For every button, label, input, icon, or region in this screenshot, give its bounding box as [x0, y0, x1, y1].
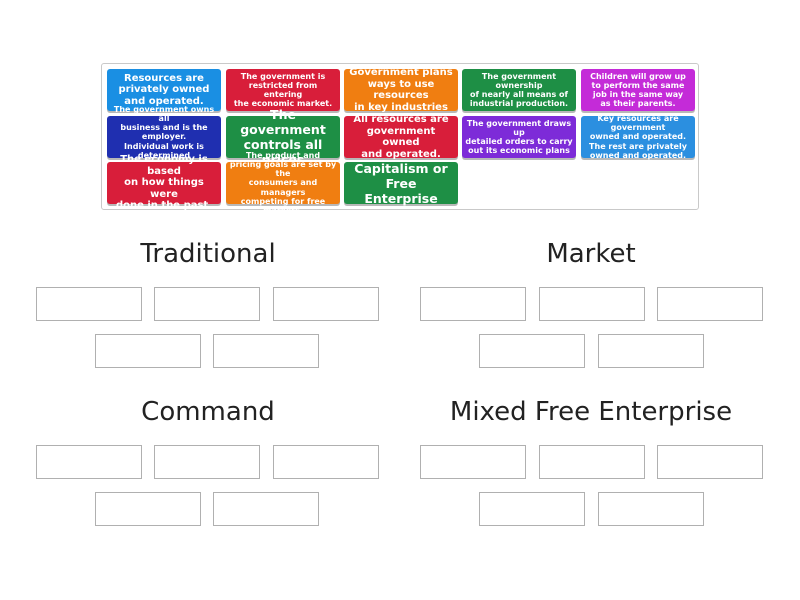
drop-slot-market-2[interactable]: [539, 287, 645, 321]
group-title-command: Command: [141, 397, 275, 427]
tile-government-controls-prices[interactable]: The government controls all prices: [226, 107, 340, 167]
drop-slot-command-2[interactable]: [154, 445, 260, 479]
tile-resources-privately-owned[interactable]: Resources are privately owned and operat…: [107, 69, 221, 111]
tile-all-resources-government-owned[interactable]: All resources are government owned and o…: [344, 114, 458, 160]
drop-slot-market-5[interactable]: [598, 334, 704, 368]
drop-slot-mixed-4[interactable]: [479, 492, 585, 526]
drop-slot-mixed-1[interactable]: [420, 445, 526, 479]
drop-slot-command-3[interactable]: [273, 445, 379, 479]
tile-economy-based-on-past[interactable]: The economy is based on how things were …: [107, 154, 221, 211]
drop-slot-traditional-3[interactable]: [273, 287, 379, 321]
drop-slot-market-3[interactable]: [657, 287, 763, 321]
drop-slot-command-5[interactable]: [213, 492, 319, 526]
drop-slot-traditional-1[interactable]: [36, 287, 142, 321]
drop-slot-mixed-3[interactable]: [657, 445, 763, 479]
tile-product-pricing-goals[interactable]: The product and pricing goals are set by…: [226, 151, 340, 215]
drop-slot-market-4[interactable]: [479, 334, 585, 368]
drop-slot-command-1[interactable]: [36, 445, 142, 479]
tile-government-detailed-orders[interactable]: The government draws up detailed orders …: [462, 116, 576, 158]
tile-bank: Resources are privately owned and operat…: [101, 63, 699, 215]
drop-slot-traditional-2[interactable]: [154, 287, 260, 321]
tile-government-plans[interactable]: Government plans ways to use resources i…: [344, 67, 458, 113]
group-title-market: Market: [546, 239, 636, 269]
drop-slot-traditional-5[interactable]: [213, 334, 319, 368]
tile-government-ownership[interactable]: The government ownership of nearly all m…: [462, 69, 576, 111]
tile-government-restricted[interactable]: The government is restricted from enteri…: [226, 69, 340, 111]
tile-children-same-job[interactable]: Children will grow up to perform the sam…: [581, 69, 695, 111]
tile-key-resources-government-owned[interactable]: Key resources are government owned and o…: [581, 114, 695, 160]
tile-government-owns-all-business[interactable]: The government owns all business and is …: [107, 105, 221, 169]
group-title-mixed-free-enterprise: Mixed Free Enterprise: [449, 397, 733, 427]
drop-slot-traditional-4[interactable]: [95, 334, 201, 368]
drop-slot-market-1[interactable]: [420, 287, 526, 321]
drop-slot-mixed-2[interactable]: [539, 445, 645, 479]
tile-capitalism-free-enterprise[interactable]: Capitalism or Free Enterprise: [344, 161, 458, 206]
drop-slot-command-4[interactable]: [95, 492, 201, 526]
drop-slot-mixed-5[interactable]: [598, 492, 704, 526]
group-title-traditional: Traditional: [140, 239, 276, 269]
